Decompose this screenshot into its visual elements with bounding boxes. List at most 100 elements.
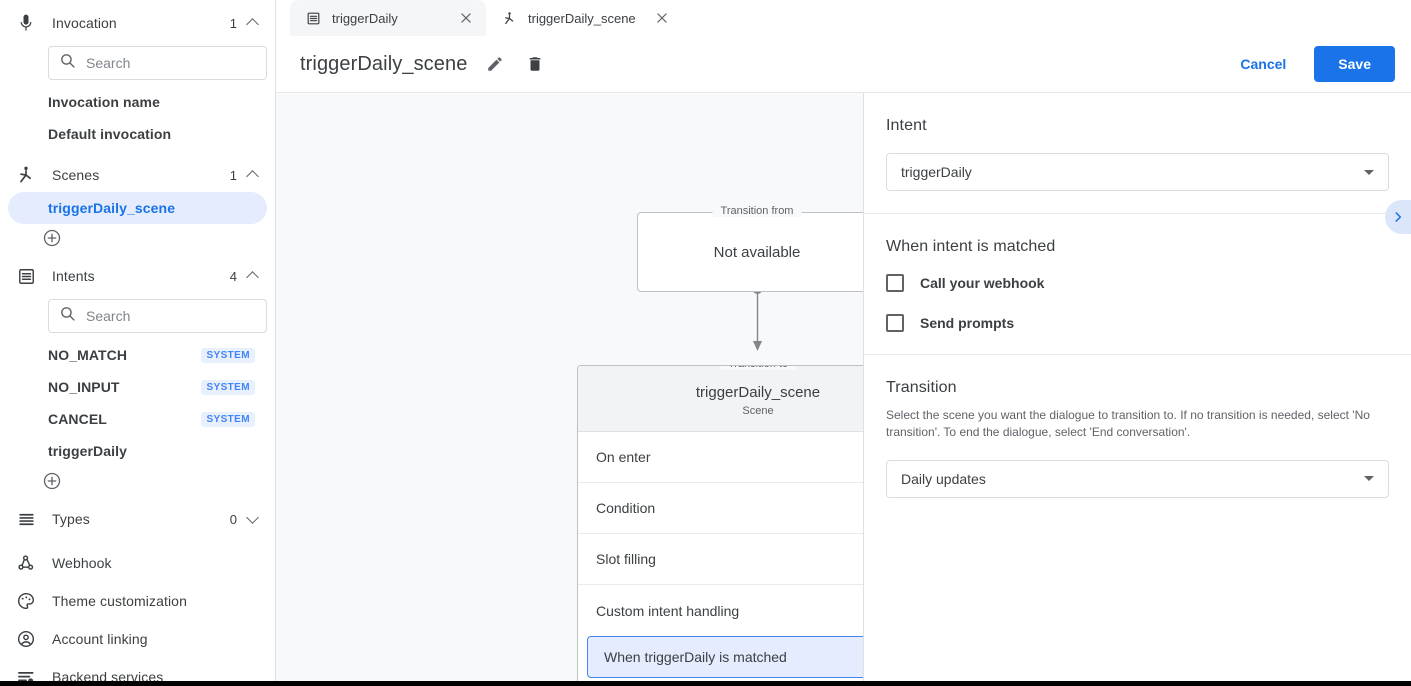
sidebar-group-types[interactable]: Types 0 [0,502,275,536]
add-scene-icon[interactable] [42,228,62,253]
scene-row-condition[interactable]: Condition + [578,483,863,534]
sidebar-item-account-linking[interactable]: Account linking [0,622,275,656]
sidebar-item-label: Theme customization [52,593,187,609]
scene-row-custom-intent-handling[interactable]: Custom intent handling + [578,585,863,636]
intents-search[interactable] [48,299,267,333]
chevron-down-icon [1364,169,1374,175]
sidebar-item-label: NO_MATCH [48,347,128,363]
scene-card: Transition to triggerDaily_scene Scene O… [577,365,863,686]
sidebar-item-default-invocation[interactable]: Default invocation [8,118,267,150]
sidebar-group-count: 4 [229,268,237,284]
when-intent-matched-section: When intent is matched Call your webhook… [864,214,1411,355]
custom-intent-handler-wrap: When triggerDaily is matched [578,636,863,686]
intent-handler-chip[interactable]: When triggerDaily is matched [587,636,863,678]
transition-from-legend: Transition from [712,205,802,217]
properties-panel: Intent triggerDaily When intent is match… [864,93,1411,686]
search-input[interactable] [86,55,256,71]
transition-select[interactable]: Daily updates [886,459,1389,498]
scene-canvas[interactable]: Transition from Not available Transition… [276,93,864,686]
search-icon [59,305,86,327]
search-input[interactable] [86,308,256,324]
sidebar-group-scenes[interactable]: Scenes 1 [0,158,275,192]
transition-description: Select the scene you want the dialogue t… [886,408,1370,440]
status-badge: SYSTEM [201,379,255,395]
webhook-icon [14,551,38,575]
chevron-up-icon[interactable] [247,169,259,181]
add-intent-row [0,467,275,500]
tab-label: triggerDaily_scene [528,10,636,26]
transition-section: Transition Select the scene you want the… [864,355,1411,520]
sidebar-item-cancel[interactable]: CANCEL SYSTEM [8,403,267,435]
sidebar-group-invocation[interactable]: Invocation 1 [0,6,275,40]
types-icon [14,507,38,531]
sidebar-item-triggerdaily-scene[interactable]: triggerDaily_scene [8,192,267,224]
scene-card-subtitle: Scene [742,405,774,417]
scene-row-label: On enter [596,449,651,465]
scene-row-label: Condition [596,500,656,516]
sidebar-item-invocation-name[interactable]: Invocation name [8,86,267,118]
left-sidebar: Invocation 1 Invocation name Default inv… [0,0,276,686]
palette-icon [14,589,38,613]
page-header: triggerDaily_scene Cancel Save [276,36,1411,93]
sidebar-item-webhook[interactable]: Webhook [0,546,275,580]
tab-strip: triggerDaily triggerDaily_scene [276,0,1411,36]
send-prompts-checkbox[interactable] [886,314,904,332]
chevron-up-icon[interactable] [247,17,259,29]
sidebar-item-theme-customization[interactable]: Theme customization [0,584,275,618]
chevron-down-icon[interactable] [247,513,259,525]
tab-triggerdaily-scene[interactable]: triggerDaily_scene [486,0,682,36]
scene-row-slot-filling[interactable]: Slot filling + [578,534,863,585]
chevron-right-icon[interactable] [1385,200,1411,234]
call-webhook-checkbox[interactable] [886,274,904,292]
sidebar-group-count: 1 [229,167,237,183]
invocation-search[interactable] [48,46,267,80]
sidebar-group-label: Scenes [52,167,100,183]
chevron-down-icon [1364,476,1374,482]
scene-row-label: Custom intent handling [596,602,740,619]
sidebar-group-intents[interactable]: Intents 4 [0,259,275,293]
status-badge: SYSTEM [201,411,255,427]
close-icon[interactable] [652,8,672,28]
trash-icon[interactable] [523,52,547,76]
call-webhook-label: Call your webhook [920,275,1045,291]
cancel-button[interactable]: Cancel [1226,48,1300,80]
transition-to-legend: Transition to [719,366,797,370]
add-intent-icon[interactable] [42,471,62,496]
intent-tab-icon [304,9,322,27]
page-title: triggerDaily_scene [300,52,468,75]
tab-triggerdaily[interactable]: triggerDaily [290,0,486,36]
call-webhook-option[interactable]: Call your webhook [886,274,1389,292]
scenes-icon [14,163,38,187]
send-prompts-option[interactable]: Send prompts [886,314,1389,332]
sidebar-item-label: Invocation name [48,94,160,110]
scene-tab-icon [500,9,518,27]
scene-row-on-enter[interactable]: On enter + [578,432,863,483]
add-scene-row [0,224,275,257]
scene-row-label: Slot filling [596,551,656,567]
sidebar-group-label: Intents [52,268,95,284]
sidebar-item-label: triggerDaily [48,443,127,459]
sidebar-item-label: triggerDaily_scene [48,200,176,216]
sidebar-group-count: 1 [229,15,237,31]
chevron-up-icon[interactable] [247,270,259,282]
save-button[interactable]: Save [1314,46,1395,82]
sidebar-item-triggerdaily[interactable]: triggerDaily [8,435,267,467]
close-icon[interactable] [456,8,476,28]
intent-select[interactable]: triggerDaily [886,153,1389,191]
intent-heading: Intent [886,117,927,134]
transition-from-node[interactable]: Transition from Not available [637,205,863,292]
intent-section: Intent triggerDaily [864,93,1411,214]
transition-select-value: Daily updates [901,470,986,487]
sidebar-item-no-match[interactable]: NO_MATCH SYSTEM [8,339,267,371]
sidebar-item-label: CANCEL [48,411,107,427]
sidebar-group-count: 0 [229,511,237,527]
sidebar-group-label: Types [52,511,90,527]
scene-card-header: triggerDaily_scene Scene [578,366,863,432]
tab-label: triggerDaily [332,10,398,26]
pencil-icon[interactable] [483,52,507,76]
when-matched-heading: When intent is matched [886,238,1056,255]
transition-heading: Transition [886,379,957,396]
sidebar-item-no-input[interactable]: NO_INPUT SYSTEM [8,371,267,403]
sidebar-group-label: Invocation [52,15,117,31]
